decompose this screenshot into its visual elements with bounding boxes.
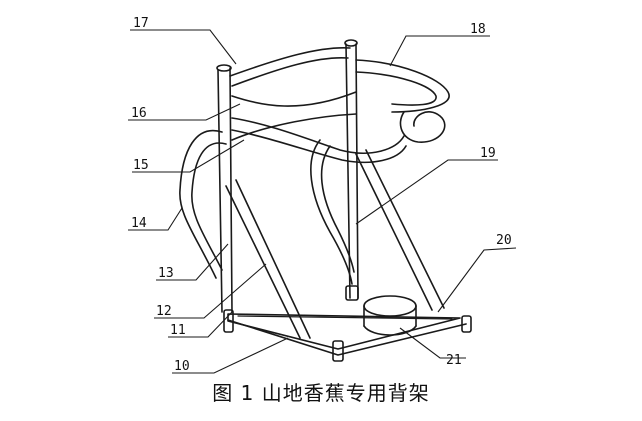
callout-21: 21 — [446, 353, 462, 368]
diagonal-braces — [225, 149, 445, 339]
figure-caption: 图 1 山地香蕉专用背架 — [212, 381, 430, 405]
callout-labels: 17 18 16 15 19 14 20 13 12 11 10 21 — [131, 16, 512, 374]
leader-lines — [128, 29, 517, 374]
basin — [363, 295, 417, 336]
callout-14: 14 — [131, 216, 147, 231]
left-upright-pole — [216, 64, 233, 313]
callout-15: 15 — [133, 158, 149, 173]
callout-18: 18 — [470, 22, 486, 37]
back-support-band — [231, 113, 407, 164]
right-curved-back-bar — [310, 139, 355, 285]
callout-12: 12 — [156, 304, 172, 319]
callout-10: 10 — [174, 359, 190, 374]
callout-11: 11 — [170, 323, 186, 338]
callout-20: 20 — [496, 233, 512, 248]
top-strap-loops — [229, 46, 450, 143]
callout-13: 13 — [158, 266, 174, 281]
callout-16: 16 — [131, 106, 147, 121]
callout-19: 19 — [480, 146, 496, 161]
callout-17: 17 — [133, 16, 149, 31]
curved-shoulder-bar — [179, 129, 227, 279]
base-frame — [223, 309, 472, 362]
